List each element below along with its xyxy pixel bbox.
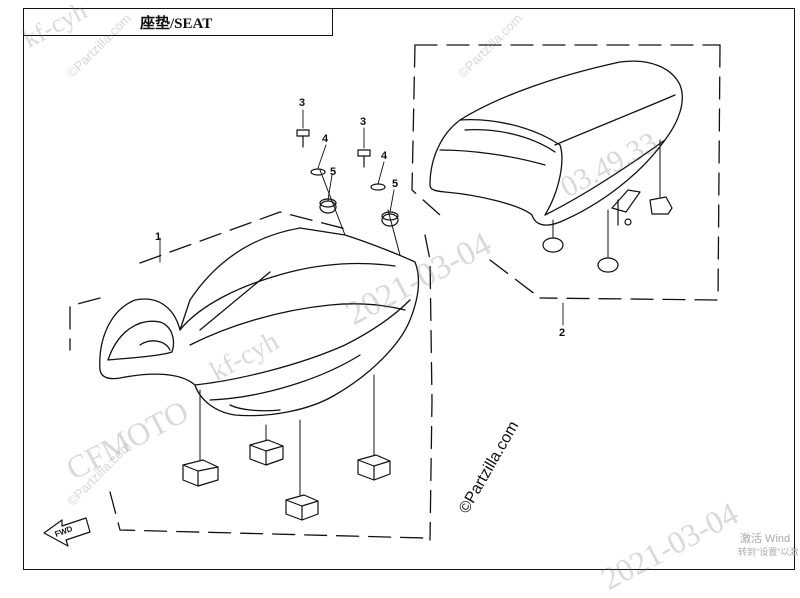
leader-lines: [199, 139, 661, 496]
callout-rear-seat: 2: [559, 327, 565, 339]
callout-seat: 1: [155, 231, 161, 243]
callout-grommet-a: 5: [330, 166, 336, 178]
rear-seat-group-bracket: [411, 44, 721, 301]
seat-group-bracket: [69, 211, 433, 541]
windows-activation-line1: 激活 Wind: [740, 533, 791, 545]
callout-washer-a: 4: [322, 133, 329, 145]
parts-diagram: 座垫/SEAT: [18, 0, 799, 597]
parts-drawing: 1 2 3 4 5 3 4 5 FWD: [43, 44, 721, 547]
callout-leaders: [159, 109, 564, 326]
callout-grommet-b: 5: [392, 178, 398, 190]
fwd-label: FWD: [54, 524, 74, 539]
fwd-arrow-icon: [43, 517, 91, 547]
callout-screw-a: 3: [299, 97, 305, 109]
callout-washer-b: 4: [381, 150, 388, 162]
hardware-set-a: [296, 129, 337, 214]
diagram-title: 座垫/SEAT: [140, 16, 213, 32]
callout-screw-b: 3: [360, 116, 366, 128]
rear-seat-bracket: [611, 189, 641, 226]
diagram-frame: [23, 8, 795, 570]
title-box: [23, 8, 333, 36]
seat-bumpers: [182, 439, 391, 521]
windows-activation-line2: 转到"设置"以激: [738, 547, 799, 557]
main-seat: [99, 227, 420, 417]
rear-seat: [429, 60, 683, 226]
